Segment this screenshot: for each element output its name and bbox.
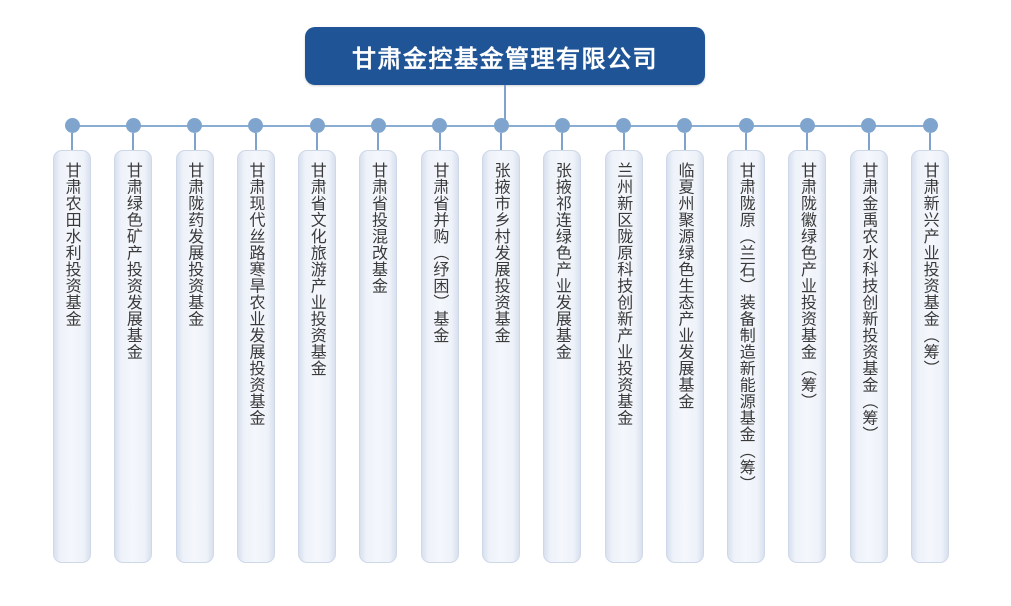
child-box[interactable]: 甘肃省投混改基金 xyxy=(359,150,398,563)
child-box-label: 甘肃绿色矿产投资发展基金 xyxy=(123,162,143,360)
node-dot-icon xyxy=(64,118,80,133)
root-connector-stem xyxy=(504,85,506,126)
child-node-5[interactable]: 甘肃省文化旅游产业投资基金 xyxy=(298,118,337,563)
child-box-label: 临夏州聚源绿色生态产业发展基金 xyxy=(675,162,695,410)
child-node-6[interactable]: 甘肃省投混改基金 xyxy=(359,118,398,563)
child-node-2[interactable]: 甘肃绿色矿产投资发展基金 xyxy=(114,118,153,563)
child-box-label: 甘肃省投混改基金 xyxy=(369,162,389,294)
child-box[interactable]: 甘肃陇药发展投资基金 xyxy=(175,150,214,563)
child-box[interactable]: 甘肃新兴产业投资基金（筹） xyxy=(911,150,949,563)
child-box[interactable]: 临夏州聚源绿色生态产业发展基金 xyxy=(665,150,704,563)
child-box[interactable]: 甘肃现代丝路寒旱农业发展投资基金 xyxy=(236,150,275,563)
node-dot-icon xyxy=(799,118,815,133)
child-connector-stem xyxy=(561,133,564,150)
child-node-4[interactable]: 甘肃现代丝路寒旱农业发展投资基金 xyxy=(236,118,275,563)
node-dot-icon xyxy=(493,118,509,133)
child-box[interactable]: 兰州新区陇原科技创新产业投资基金 xyxy=(604,150,643,563)
child-connector-stem xyxy=(745,133,748,150)
child-box-label: 甘肃现代丝路寒旱农业发展投资基金 xyxy=(246,162,266,426)
child-connector-stem xyxy=(132,133,135,150)
root-node[interactable]: 甘肃金控基金管理有限公司 xyxy=(305,27,705,85)
child-box[interactable]: 甘肃金禹农水科技创新投资基金（筹） xyxy=(849,150,888,563)
child-box-label: 甘肃省并购（纾困）基金 xyxy=(430,162,450,344)
child-connector-stem xyxy=(71,133,73,150)
node-dot-icon xyxy=(125,118,141,133)
child-node-11[interactable]: 临夏州聚源绿色生态产业发展基金 xyxy=(665,118,704,563)
node-dot-icon xyxy=(248,118,264,133)
child-connector-stem xyxy=(377,133,380,150)
child-box-label: 兰州新区陇原科技创新产业投资基金 xyxy=(614,162,634,426)
node-dot-icon xyxy=(432,118,448,133)
child-box-label: 甘肃新兴产业投资基金（筹） xyxy=(920,162,940,377)
child-node-15[interactable]: 甘肃新兴产业投资基金（筹） xyxy=(911,118,949,563)
child-node-13[interactable]: 甘肃陇徽绿色产业投资基金（筹） xyxy=(788,118,827,563)
node-dot-icon xyxy=(554,118,570,133)
child-box-label: 甘肃省文化旅游产业投资基金 xyxy=(307,162,327,377)
child-box-label: 甘肃金禹农水科技创新投资基金（筹） xyxy=(859,162,879,443)
child-box[interactable]: 甘肃绿色矿产投资发展基金 xyxy=(114,150,153,563)
child-box[interactable]: 甘肃省并购（纾困）基金 xyxy=(420,150,459,563)
node-dot-icon xyxy=(922,118,938,133)
child-connector-stem xyxy=(438,133,441,150)
child-box[interactable]: 甘肃陇徽绿色产业投资基金（筹） xyxy=(788,150,827,563)
node-dot-icon xyxy=(861,118,877,133)
child-connector-stem xyxy=(683,133,686,150)
root-node-label: 甘肃金控基金管理有限公司 xyxy=(352,45,658,73)
child-box-label: 张掖市乡村发展投资基金 xyxy=(491,162,511,344)
child-box-label: 张掖祁连绿色产业发展基金 xyxy=(552,162,572,360)
child-node-8[interactable]: 张掖市乡村发展投资基金 xyxy=(482,118,520,563)
child-node-7[interactable]: 甘肃省并购（纾困）基金 xyxy=(420,118,459,563)
child-node-14[interactable]: 甘肃金禹农水科技创新投资基金（筹） xyxy=(849,118,888,563)
child-connector-stem xyxy=(254,133,257,150)
child-node-9[interactable]: 张掖祁连绿色产业发展基金 xyxy=(543,118,582,563)
node-dot-icon xyxy=(616,118,632,133)
child-node-10[interactable]: 兰州新区陇原科技创新产业投资基金 xyxy=(604,118,643,563)
node-dot-icon xyxy=(187,118,203,133)
node-dot-icon xyxy=(677,118,693,133)
child-box-label: 甘肃陇原（兰石）装备制造新能源基金（筹） xyxy=(736,162,756,492)
child-box[interactable]: 甘肃陇原（兰石）装备制造新能源基金（筹） xyxy=(727,150,766,563)
child-box-label: 甘肃农田水利投资基金 xyxy=(62,162,82,327)
child-connector-stem xyxy=(316,133,319,150)
child-box-label: 甘肃陇药发展投资基金 xyxy=(185,162,205,327)
child-connector-stem xyxy=(806,133,809,150)
child-connector-stem xyxy=(867,133,870,150)
child-node-12[interactable]: 甘肃陇原（兰石）装备制造新能源基金（筹） xyxy=(727,118,766,563)
child-connector-stem xyxy=(500,133,502,150)
child-connector-stem xyxy=(622,133,625,150)
child-box[interactable]: 甘肃农田水利投资基金 xyxy=(53,150,91,563)
child-box[interactable]: 张掖市乡村发展投资基金 xyxy=(482,150,520,563)
node-dot-icon xyxy=(370,118,386,133)
child-box-label: 甘肃陇徽绿色产业投资基金（筹） xyxy=(798,162,818,410)
node-dot-icon xyxy=(309,118,325,133)
child-box[interactable]: 甘肃省文化旅游产业投资基金 xyxy=(298,150,337,563)
child-box[interactable]: 张掖祁连绿色产业发展基金 xyxy=(543,150,582,563)
child-node-3[interactable]: 甘肃陇药发展投资基金 xyxy=(175,118,214,563)
child-connector-stem xyxy=(929,133,931,150)
node-dot-icon xyxy=(738,118,754,133)
child-connector-stem xyxy=(193,133,196,150)
child-node-1[interactable]: 甘肃农田水利投资基金 xyxy=(53,118,91,563)
